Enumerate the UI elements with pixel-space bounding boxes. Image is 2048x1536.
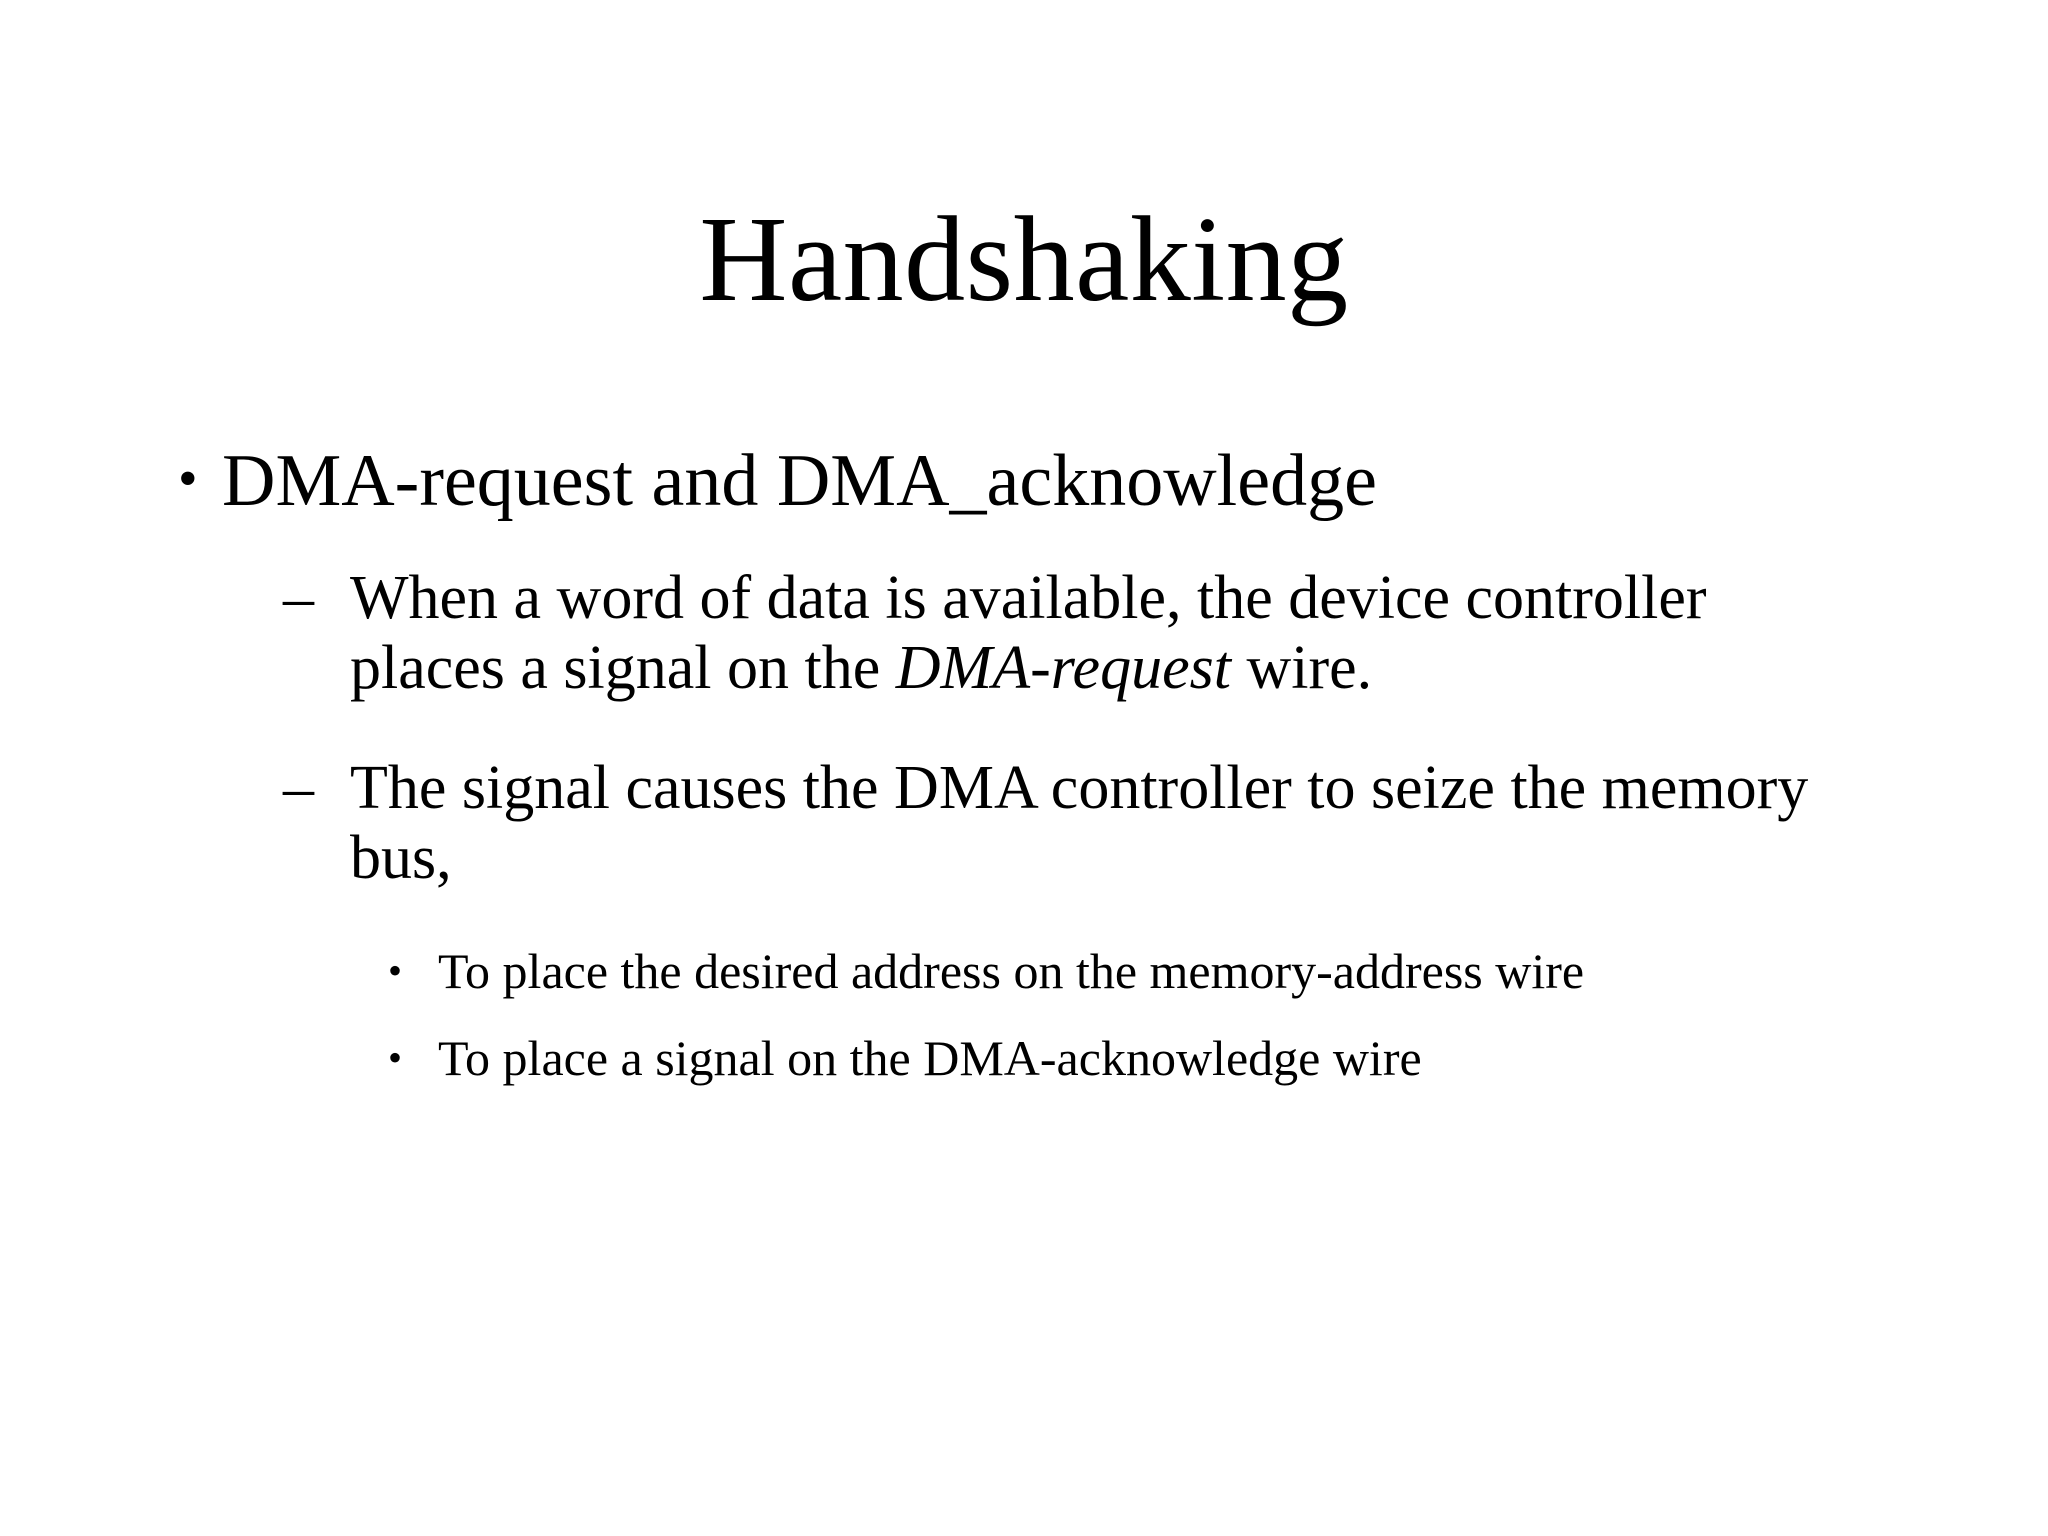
slide-title: Handshaking — [699, 192, 1349, 327]
bullet-level1-dma-request: • DMA-request and DMA_acknowledge — [150, 440, 1910, 523]
bullet-level3-text-a: To place the desired address on the memo… — [438, 943, 1585, 1000]
slide-body-content: • DMA-request and DMA_acknowledge – When… — [150, 440, 1910, 1091]
bullet-marker-dot-icon: • — [178, 448, 198, 510]
bullet-marker-dash-icon: – — [283, 563, 314, 632]
bullet-level2-the-signal-causes: – The signal causes the DMA controller t… — [150, 753, 1910, 893]
bullet-level1-text: DMA-request and DMA_acknowledge — [222, 440, 1377, 522]
bullet-marker-dash-icon: – — [283, 753, 314, 822]
spacer — [150, 537, 1910, 563]
bullet-level3-text-b: To place a signal on the DMA-acknowledge… — [438, 1030, 1422, 1087]
bullet-level2-text-a: When a word of data is available, the de… — [350, 563, 1820, 703]
bullet-marker-dot-icon: • — [388, 948, 403, 994]
spacer — [150, 903, 1910, 943]
bullet-text-run-plain-after: wire. — [1230, 633, 1373, 702]
bullet-text-run-plain-before: When a word of data is available, the de… — [350, 563, 1707, 702]
bullet-level2-when-a-word: – When a word of data is available, the … — [150, 563, 1910, 703]
bullet-level3-dma-acknowledge-wire: • To place a signal on the DMA-acknowled… — [150, 1030, 1910, 1087]
bullet-level2-text-b: The signal causes the DMA controller to … — [350, 753, 1809, 893]
bullet-text-run-italic-dma-request: DMA-request — [895, 633, 1231, 702]
bullet-marker-dot-icon: • — [388, 1035, 403, 1081]
spacer — [150, 1004, 1910, 1030]
bullet-level3-memory-address-wire: • To place the desired address on the me… — [150, 943, 1910, 1000]
spacer — [150, 713, 1910, 753]
